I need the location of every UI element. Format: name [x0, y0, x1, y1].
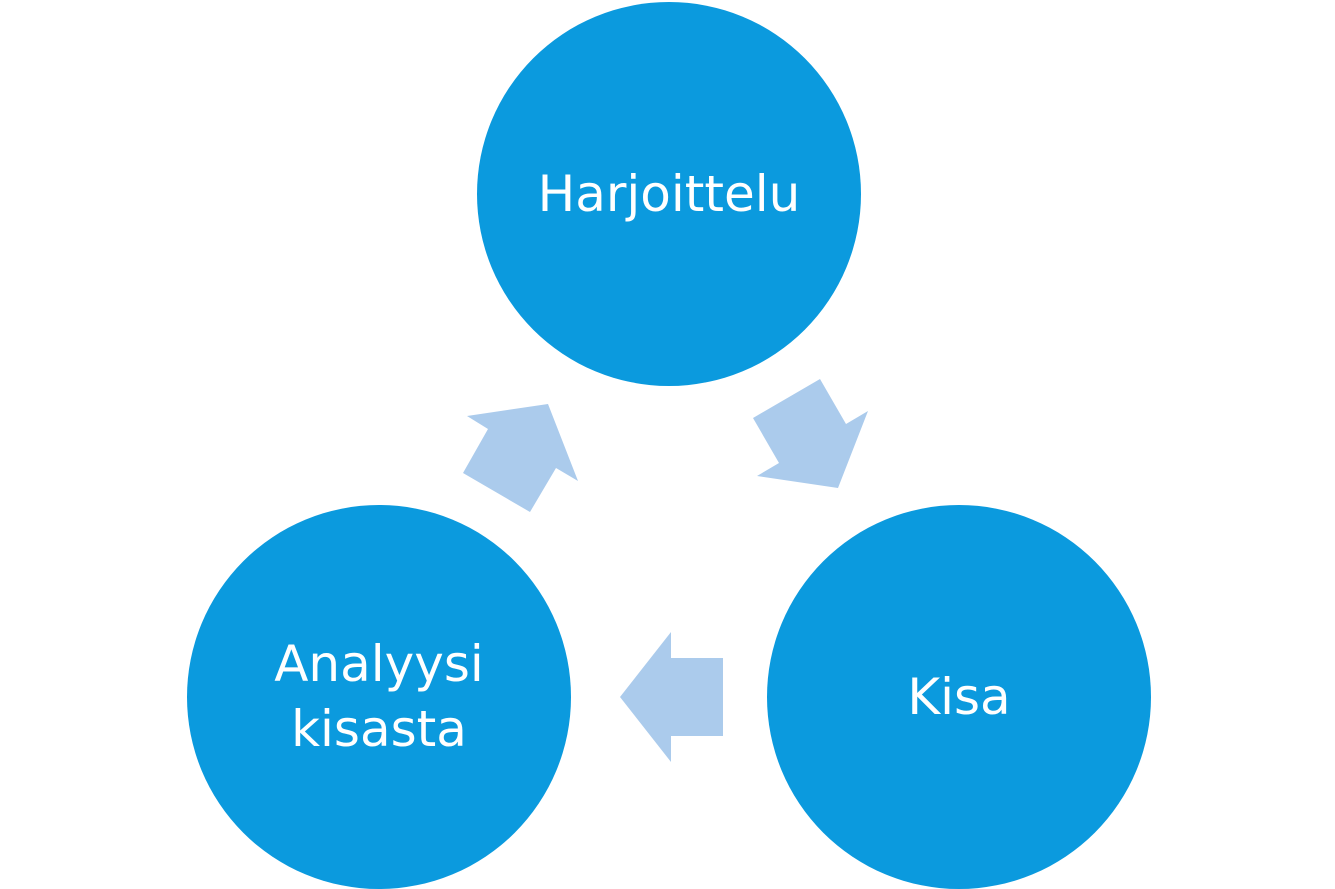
arrow-analyysi-to-harjoittelu [463, 404, 578, 512]
node-label-harjoittelu: Harjoittelu [537, 164, 801, 223]
node-analyysi-kisasta: Analyysi kisasta [187, 505, 571, 889]
arrow-kisa-to-analyysi [620, 632, 723, 762]
node-label-analyysi-kisasta: Analyysi kisasta [274, 635, 484, 758]
node-label-kisa: Kisa [907, 667, 1011, 726]
node-harjoittelu: Harjoittelu [477, 2, 861, 386]
arrow-harjoittelu-to-kisa [753, 379, 868, 488]
node-kisa: Kisa [767, 505, 1151, 889]
